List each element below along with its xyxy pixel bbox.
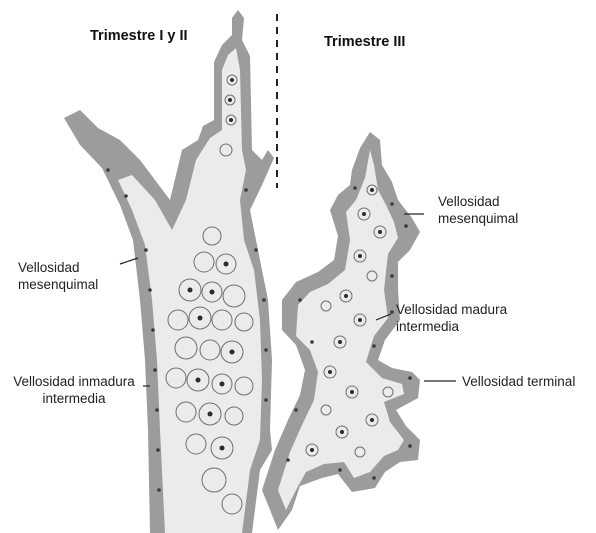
label-madura-intermedia-line2: intermedia bbox=[396, 318, 507, 335]
label-mesenquimal-right-line1: Vellosidad bbox=[438, 193, 518, 210]
label-mesenquimal-left-line1: Vellosidad bbox=[18, 259, 98, 276]
leader-mesenquimal-left bbox=[120, 258, 138, 264]
label-terminal: Vellosidad terminal bbox=[462, 373, 575, 390]
label-mesenquimal-right: Vellosidad mesenquimal bbox=[438, 193, 518, 227]
label-mesenquimal-left-line2: mesenquimal bbox=[18, 276, 98, 293]
label-madura-intermedia-line1: Vellosidad madura bbox=[396, 301, 507, 318]
label-inmadura-intermedia-line2: intermedia bbox=[10, 390, 138, 407]
label-madura-intermedia: Vellosidad madura intermedia bbox=[396, 301, 507, 335]
heading-trimester-1-2: Trimestre I y II bbox=[90, 28, 188, 45]
heading-trimester-3: Trimestre III bbox=[324, 34, 405, 51]
label-mesenquimal-left: Vellosidad mesenquimal bbox=[18, 259, 98, 293]
label-inmadura-intermedia: Vellosidad inmadura intermedia bbox=[10, 373, 138, 407]
label-mesenquimal-right-line2: mesenquimal bbox=[438, 210, 518, 227]
label-inmadura-intermedia-line1: Vellosidad inmadura bbox=[10, 373, 138, 390]
